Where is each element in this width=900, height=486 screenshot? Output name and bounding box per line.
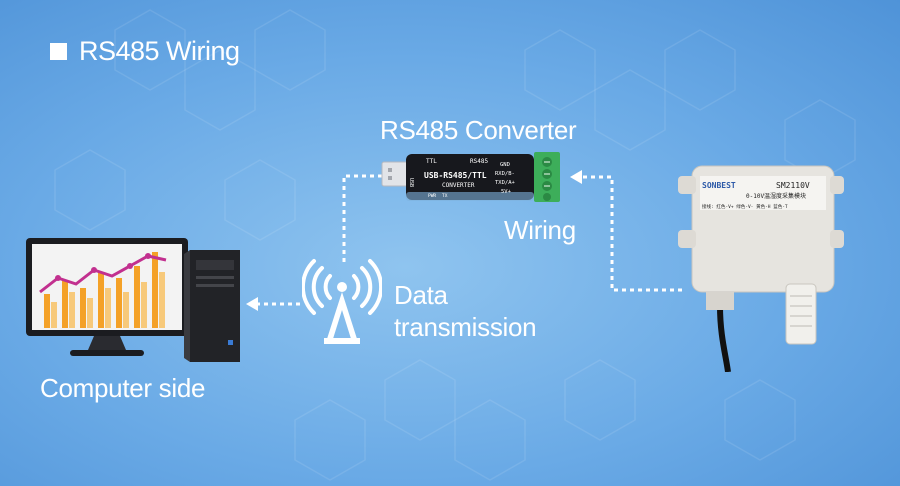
computer-tower [184,250,240,362]
converter-led1-label: PWR [428,193,436,199]
sensor-subtitle-label: 0-10V温湿度采集模块 [746,192,806,200]
arrow-computer [246,297,258,311]
sensor-module: SONBEST SM2110V 0-10V温湿度采集模块 接线: 红色-V+ 绿… [678,165,844,372]
pin-rxd-label: RXD/B- [495,171,515,177]
sensor-model-label: SM2110V [776,181,810,190]
section-title-text: RS485 Wiring [79,36,240,66]
converter-led2-label: TX [442,193,448,199]
arrow-converter [570,170,582,184]
converter-sub-label: CONVERTER [442,182,475,189]
converter-model-label: USB-RS485/TTL [424,171,487,180]
pin-gnd-label: GND [500,162,510,168]
computer-side-label: Computer side [40,373,206,403]
usb-side-label: USB [408,178,414,187]
converter-ttl-label: TTL [426,158,437,165]
converter-rs485-label: RS485 [470,158,488,165]
wiring-label: Wiring [504,215,576,245]
dashed-line-sensor [580,175,682,292]
computer-illustration [26,238,240,362]
data-transmission-label-line2: transmission [394,312,537,342]
data-transmission-label-line1: Data [394,280,448,310]
usb-converter-device: USB TTL RS485 USB-RS485/TTL CONVERTER PW… [381,152,560,202]
pin-txd-label: TXD/A+ [495,180,516,186]
pin-5v-label: 5V+ [501,189,512,195]
monitor [26,238,188,356]
title-square-icon [50,43,67,60]
antenna-icon [302,259,382,344]
converter-label: RS485 Converter [380,115,577,145]
sensor-brand-label: SONBEST [702,181,736,190]
section-title: RS485 Wiring [50,36,240,67]
sensor-wiring-note: 接线: 红色-V+ 绿色-V- 黄色-H 蓝色-T [702,203,788,210]
